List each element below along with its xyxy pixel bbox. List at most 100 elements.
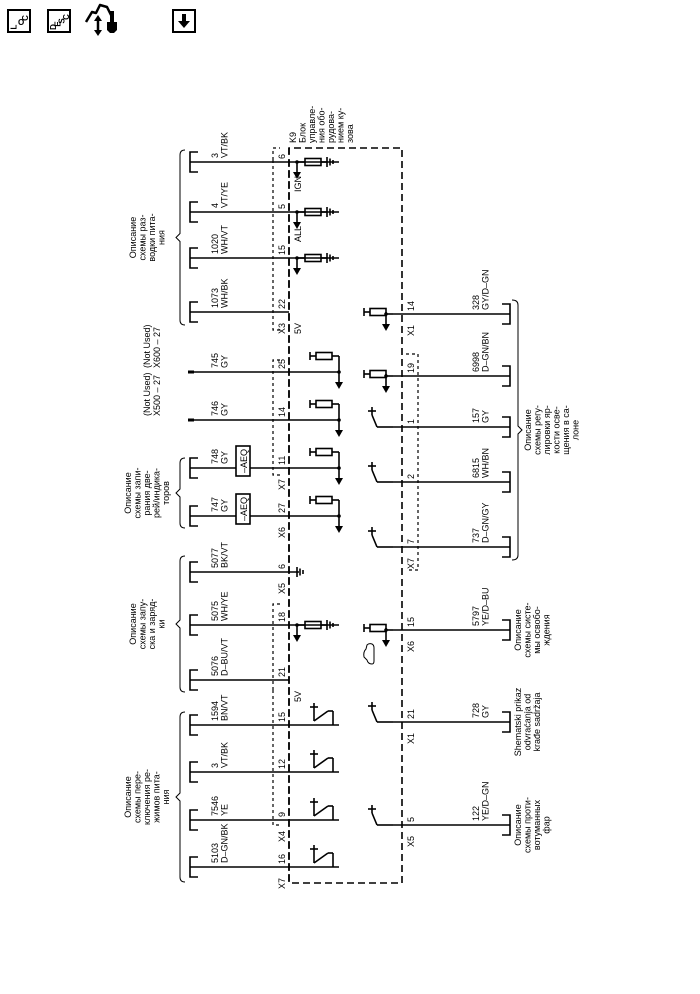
group-label-line: рей/индика- — [152, 468, 162, 518]
pin-number: 16 — [277, 854, 287, 864]
pin-number: 21 — [406, 709, 416, 719]
wire-label-line: 3 — [210, 153, 220, 158]
connector-label-line: X5 — [277, 583, 287, 594]
wire-label-line: 5076 — [210, 656, 220, 676]
left-wire-3 — [189, 301, 289, 323]
wire-label-line: 7546 — [210, 796, 220, 816]
group-label-line: мы освобо- — [532, 606, 542, 654]
connector-label: X6 — [277, 527, 287, 538]
connector-label: X1 — [406, 325, 416, 336]
left-group-brace-3 — [175, 711, 186, 883]
pin-number-line: 5 — [406, 817, 416, 822]
pin-number-line: 6 — [277, 154, 287, 159]
left-group-brace-1 — [175, 457, 186, 529]
internal-label: 5V — [293, 691, 303, 702]
wire-label-line: D–GN/BK — [220, 823, 230, 863]
pin-number-line: 15 — [277, 245, 287, 255]
pin-number-line: 1 — [406, 419, 416, 424]
junction-dot — [337, 514, 341, 518]
connector-label: X5 — [277, 583, 287, 594]
pin-number: 5 — [277, 204, 287, 209]
module-title-line: ния обо- — [317, 107, 327, 143]
pin-number: 6 — [277, 154, 287, 159]
connector-label: X6 — [406, 641, 416, 652]
wire-label-line: 728 — [471, 703, 481, 718]
connector-label-line: X7 — [406, 558, 416, 569]
switch-icon — [313, 757, 329, 769]
wire-label-line: 1073 — [210, 288, 220, 308]
pin-number: 2 — [406, 474, 416, 479]
wire-label-line: GY — [220, 403, 230, 416]
group-label-line: торов — [161, 481, 171, 505]
switch-icon — [313, 852, 329, 864]
junction-dot — [337, 370, 341, 374]
ref-bracket — [502, 471, 511, 493]
pin-number: 18 — [277, 612, 287, 622]
pin-number: 14 — [406, 301, 416, 311]
group-label-line: рания две- — [142, 470, 152, 515]
pin-number-line: 15 — [277, 712, 287, 722]
group-label-line: Shematski prikaz — [513, 687, 523, 756]
option-label: –AEQ — [239, 497, 249, 521]
pin-number-line: 14 — [277, 407, 287, 417]
right-wire-3 — [368, 462, 511, 493]
switch-icon — [313, 710, 329, 722]
group-label-line: вотуманных — [532, 799, 542, 850]
left-wire-1 — [189, 201, 339, 229]
group-label-line: ключения ре- — [142, 769, 152, 825]
group-label-line: ждения — [542, 614, 552, 645]
pin-number: 25 — [277, 359, 287, 369]
connector-x4-outline — [272, 690, 280, 826]
pin-number: 21 — [277, 667, 287, 677]
pin-number-line: 14 — [406, 301, 416, 311]
connector-label-line: X6 — [277, 527, 287, 538]
group-label-line: схемы раз- — [137, 214, 147, 260]
group-label-line: лировки яр- — [542, 405, 552, 454]
arrow-down-icon — [293, 222, 301, 229]
arrow-down-icon — [335, 430, 343, 437]
module-title-line: управле- — [307, 106, 317, 143]
internal-label: 5V — [293, 323, 303, 334]
connector-label: X1 — [406, 733, 416, 744]
group-label-line: лоне — [571, 420, 581, 440]
group-label-line: ки — [156, 620, 166, 629]
pin-number: 11 — [277, 456, 287, 465]
ref-bracket — [502, 711, 511, 733]
wire-label-line: GY — [220, 451, 230, 464]
resistor — [315, 495, 333, 505]
pin-number-line: 27 — [277, 503, 287, 513]
group-label-line: Описание — [513, 609, 523, 650]
wire-label-line: GY/D–GN — [481, 269, 491, 310]
wire-label-line: WH/VT — [220, 225, 230, 254]
group-label-line: Описание — [513, 804, 523, 845]
group-label-line: Описание — [123, 776, 133, 817]
loc-button[interactable]: L O C — [7, 9, 31, 33]
service-tool-icon[interactable] — [82, 2, 126, 38]
brace — [175, 457, 186, 529]
toolbar: L O C D E S C — [0, 0, 700, 44]
right-group-brace-0 — [511, 299, 523, 561]
wire-label-line: 328 — [471, 295, 481, 310]
switch-icon — [371, 414, 378, 428]
wire-label-line: 1594 — [210, 701, 220, 721]
wire-label-line: D–BU/VT — [220, 637, 230, 676]
desc-button[interactable]: D E S C — [47, 9, 71, 33]
connector-label: X4 — [277, 831, 287, 842]
switch-icon — [313, 805, 329, 817]
download-button[interactable] — [172, 9, 196, 33]
resistor — [369, 623, 387, 633]
wire-label-line: WH/BK — [220, 278, 230, 308]
wire-label-line: WH/BN — [481, 448, 491, 478]
pin-number: 19 — [406, 363, 416, 373]
connector-label: X7 — [277, 878, 287, 889]
wire-label-line: VT/BK — [220, 132, 230, 158]
